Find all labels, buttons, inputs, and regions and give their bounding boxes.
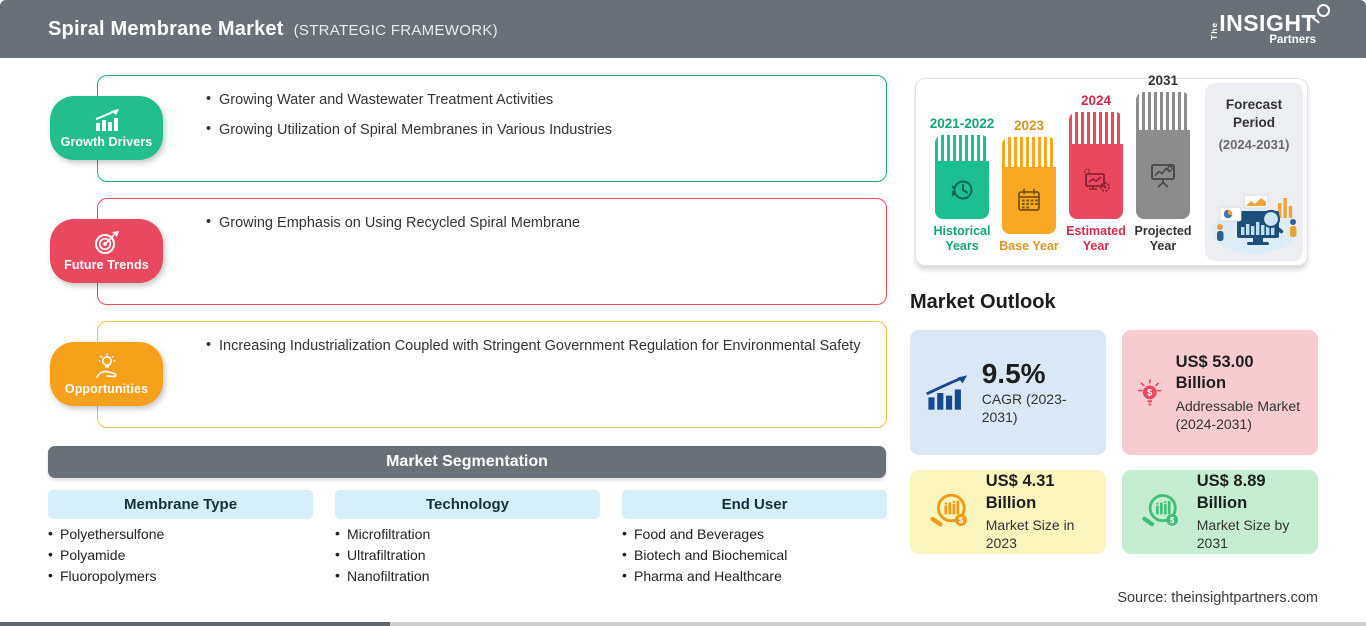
timeline-estimated-year: 2024 Estimated Year (1066, 92, 1126, 255)
bullet-item: Growing Emphasis on Using Recycled Spira… (206, 214, 868, 232)
presentation-board-icon (1151, 164, 1175, 188)
future-trends-bullets: Growing Emphasis on Using Recycled Spira… (98, 199, 886, 232)
market-size-2031-caption: Market Size by 2031 (1196, 517, 1290, 552)
year-label: 2024 (1080, 92, 1112, 108)
timeline-projected-year: 2031 Projected Year (1135, 72, 1192, 255)
bullet-item: Growing Water and Wastewater Treatment A… (206, 91, 868, 109)
membrane-type-list: Polyethersulfone Polyamide Fluoropolymer… (48, 523, 164, 587)
bar-caption: Estimated Year (1066, 223, 1126, 254)
addressable-market-card: $ US$ 53.00 Billion Addressable Market (… (1122, 330, 1318, 455)
growth-chart-icon (926, 374, 968, 410)
opportunities-badge: Opportunities (50, 342, 163, 406)
bottom-divider (0, 622, 1366, 626)
opportunities-box: Increasing Industrialization Coupled wit… (97, 321, 887, 428)
list-item: Polyamide (48, 544, 164, 566)
cagr-value: 9.5% (981, 357, 1046, 389)
bar-caption: Base Year (999, 239, 1059, 254)
opportunities-bullets: Increasing Industrialization Coupled wit… (98, 322, 886, 355)
segment-header-membrane-type: Membrane Type (48, 490, 313, 519)
timeline-base-year: 2023 (999, 118, 1059, 255)
magnifier-chart-icon: $ (930, 493, 967, 527)
market-size-2031-value: US$ 8.89 Billion (1196, 472, 1266, 512)
header-bar: Spiral Membrane Market (STRATEGIC FRAMEW… (0, 0, 1366, 58)
market-outlook-title: Market Outlook (910, 291, 1056, 313)
svg-text:$: $ (959, 516, 964, 525)
target-arrow-icon (95, 231, 119, 254)
market-size-2023-caption: Market Size in 2023 (985, 517, 1075, 552)
growth-drivers-badge: Growth Drivers (50, 96, 163, 160)
segment-header-technology: Technology (335, 490, 600, 519)
bulb-dollar-icon: $ (1138, 378, 1162, 405)
forecast-period-box: Forecast Period (2024-2031) (1205, 83, 1303, 261)
market-size-2023-card: $ US$ 4.31 Billion Market Size in 2023 (910, 470, 1106, 554)
base-year-bar (1002, 137, 1056, 235)
year-label: 2021-2022 (929, 115, 995, 131)
estimated-year-bar (1069, 111, 1123, 219)
bar-chart-growth-icon (95, 108, 119, 131)
page-subtitle: (STRATEGIC FRAMEWORK) (293, 21, 498, 39)
bullet-item: Growing Utilization of Spiral Membranes … (206, 121, 868, 139)
list-item: Biotech and Biochemical (622, 544, 787, 566)
addressable-market-value: US$ 53.00 Billion (1175, 352, 1254, 393)
logo-insight-text: INSIGHT (1219, 10, 1316, 36)
year-label: 2031 (1147, 72, 1179, 88)
svg-text:$: $ (1170, 516, 1175, 525)
market-size-2023-value: US$ 4.31 Billion (985, 472, 1055, 512)
timeline-panel: 2021-2022 Historical Years 2023 (915, 73, 1308, 266)
source-attribution: Source: theinsightpartners.com (1117, 590, 1318, 606)
list-item: Microfiltration (335, 523, 430, 545)
list-item: Fluoropolymers (48, 565, 164, 587)
header-title-wrap: Spiral Membrane Market (STRATEGIC FRAMEW… (48, 18, 498, 41)
end-user-list: Food and Beverages Biotech and Biochemic… (622, 523, 787, 587)
cagr-card: 9.5% CAGR (2023-2031) (910, 330, 1106, 455)
clock-history-icon (951, 180, 973, 200)
bullet-item: Increasing Industrialization Coupled wit… (206, 337, 868, 355)
market-size-2031-card: $ US$ 8.89 Billion Market Size by 2031 (1122, 470, 1318, 554)
list-item: Pharma and Healthcare (622, 565, 787, 587)
future-trends-badge: Future Trends (50, 219, 163, 283)
calendar-icon (1018, 188, 1040, 211)
list-item: Food and Beverages (622, 523, 787, 545)
growth-drivers-bullets: Growing Water and Wastewater Treatment A… (98, 76, 886, 138)
hand-bulb-icon (95, 353, 116, 378)
logo-partners-text: Partners (1269, 34, 1316, 46)
cagr-caption: CAGR (2023-2031) (981, 391, 1067, 426)
growth-drivers-label: Growth Drivers (60, 134, 153, 149)
segment-header-end-user: End User (622, 490, 887, 519)
projected-year-bar (1136, 91, 1190, 219)
addressable-market-caption: Addressable Market (2024-2031) (1175, 397, 1301, 432)
technology-list: Microfiltration Ultrafiltration Nanofilt… (335, 523, 430, 587)
growth-drivers-box: Growing Water and Wastewater Treatment A… (97, 75, 887, 182)
list-item: Nanofiltration (335, 565, 430, 587)
future-trends-label: Future Trends (64, 258, 149, 272)
logo-the-text: The (1209, 21, 1220, 40)
list-item: Ultrafiltration (335, 544, 430, 566)
page-title: Spiral Membrane Market (48, 17, 284, 40)
list-item: Polyethersulfone (48, 523, 164, 545)
analysis-monitor-gear-icon (1083, 168, 1110, 193)
market-segmentation-bar: Market Segmentation (48, 446, 886, 478)
opportunities-label: Opportunities (64, 381, 149, 396)
magnifier-chart-icon: $ (1142, 494, 1179, 527)
timeline-historical-years: 2021-2022 Historical Years (930, 116, 995, 255)
year-label: 2023 (1013, 118, 1045, 134)
forecast-period-range: (2024-2031) (1218, 137, 1290, 153)
bar-caption: Historical Years (933, 223, 991, 254)
insight-partners-logo: The INSIGHT Partners (1209, 4, 1332, 46)
svg-text:$: $ (1147, 387, 1152, 397)
market-segmentation-title: Market Segmentation (386, 453, 548, 470)
timeline-chart: 2021-2022 Historical Years 2023 (920, 73, 1192, 261)
forecast-period-title: Forecast Period (1225, 97, 1283, 130)
bar-caption: Projected Year (1134, 223, 1192, 254)
historical-years-bar (935, 134, 989, 219)
future-trends-box: Growing Emphasis on Using Recycled Spira… (97, 198, 887, 305)
logo-magnifier-icon (1317, 4, 1330, 17)
analytics-illustration (1212, 194, 1297, 254)
